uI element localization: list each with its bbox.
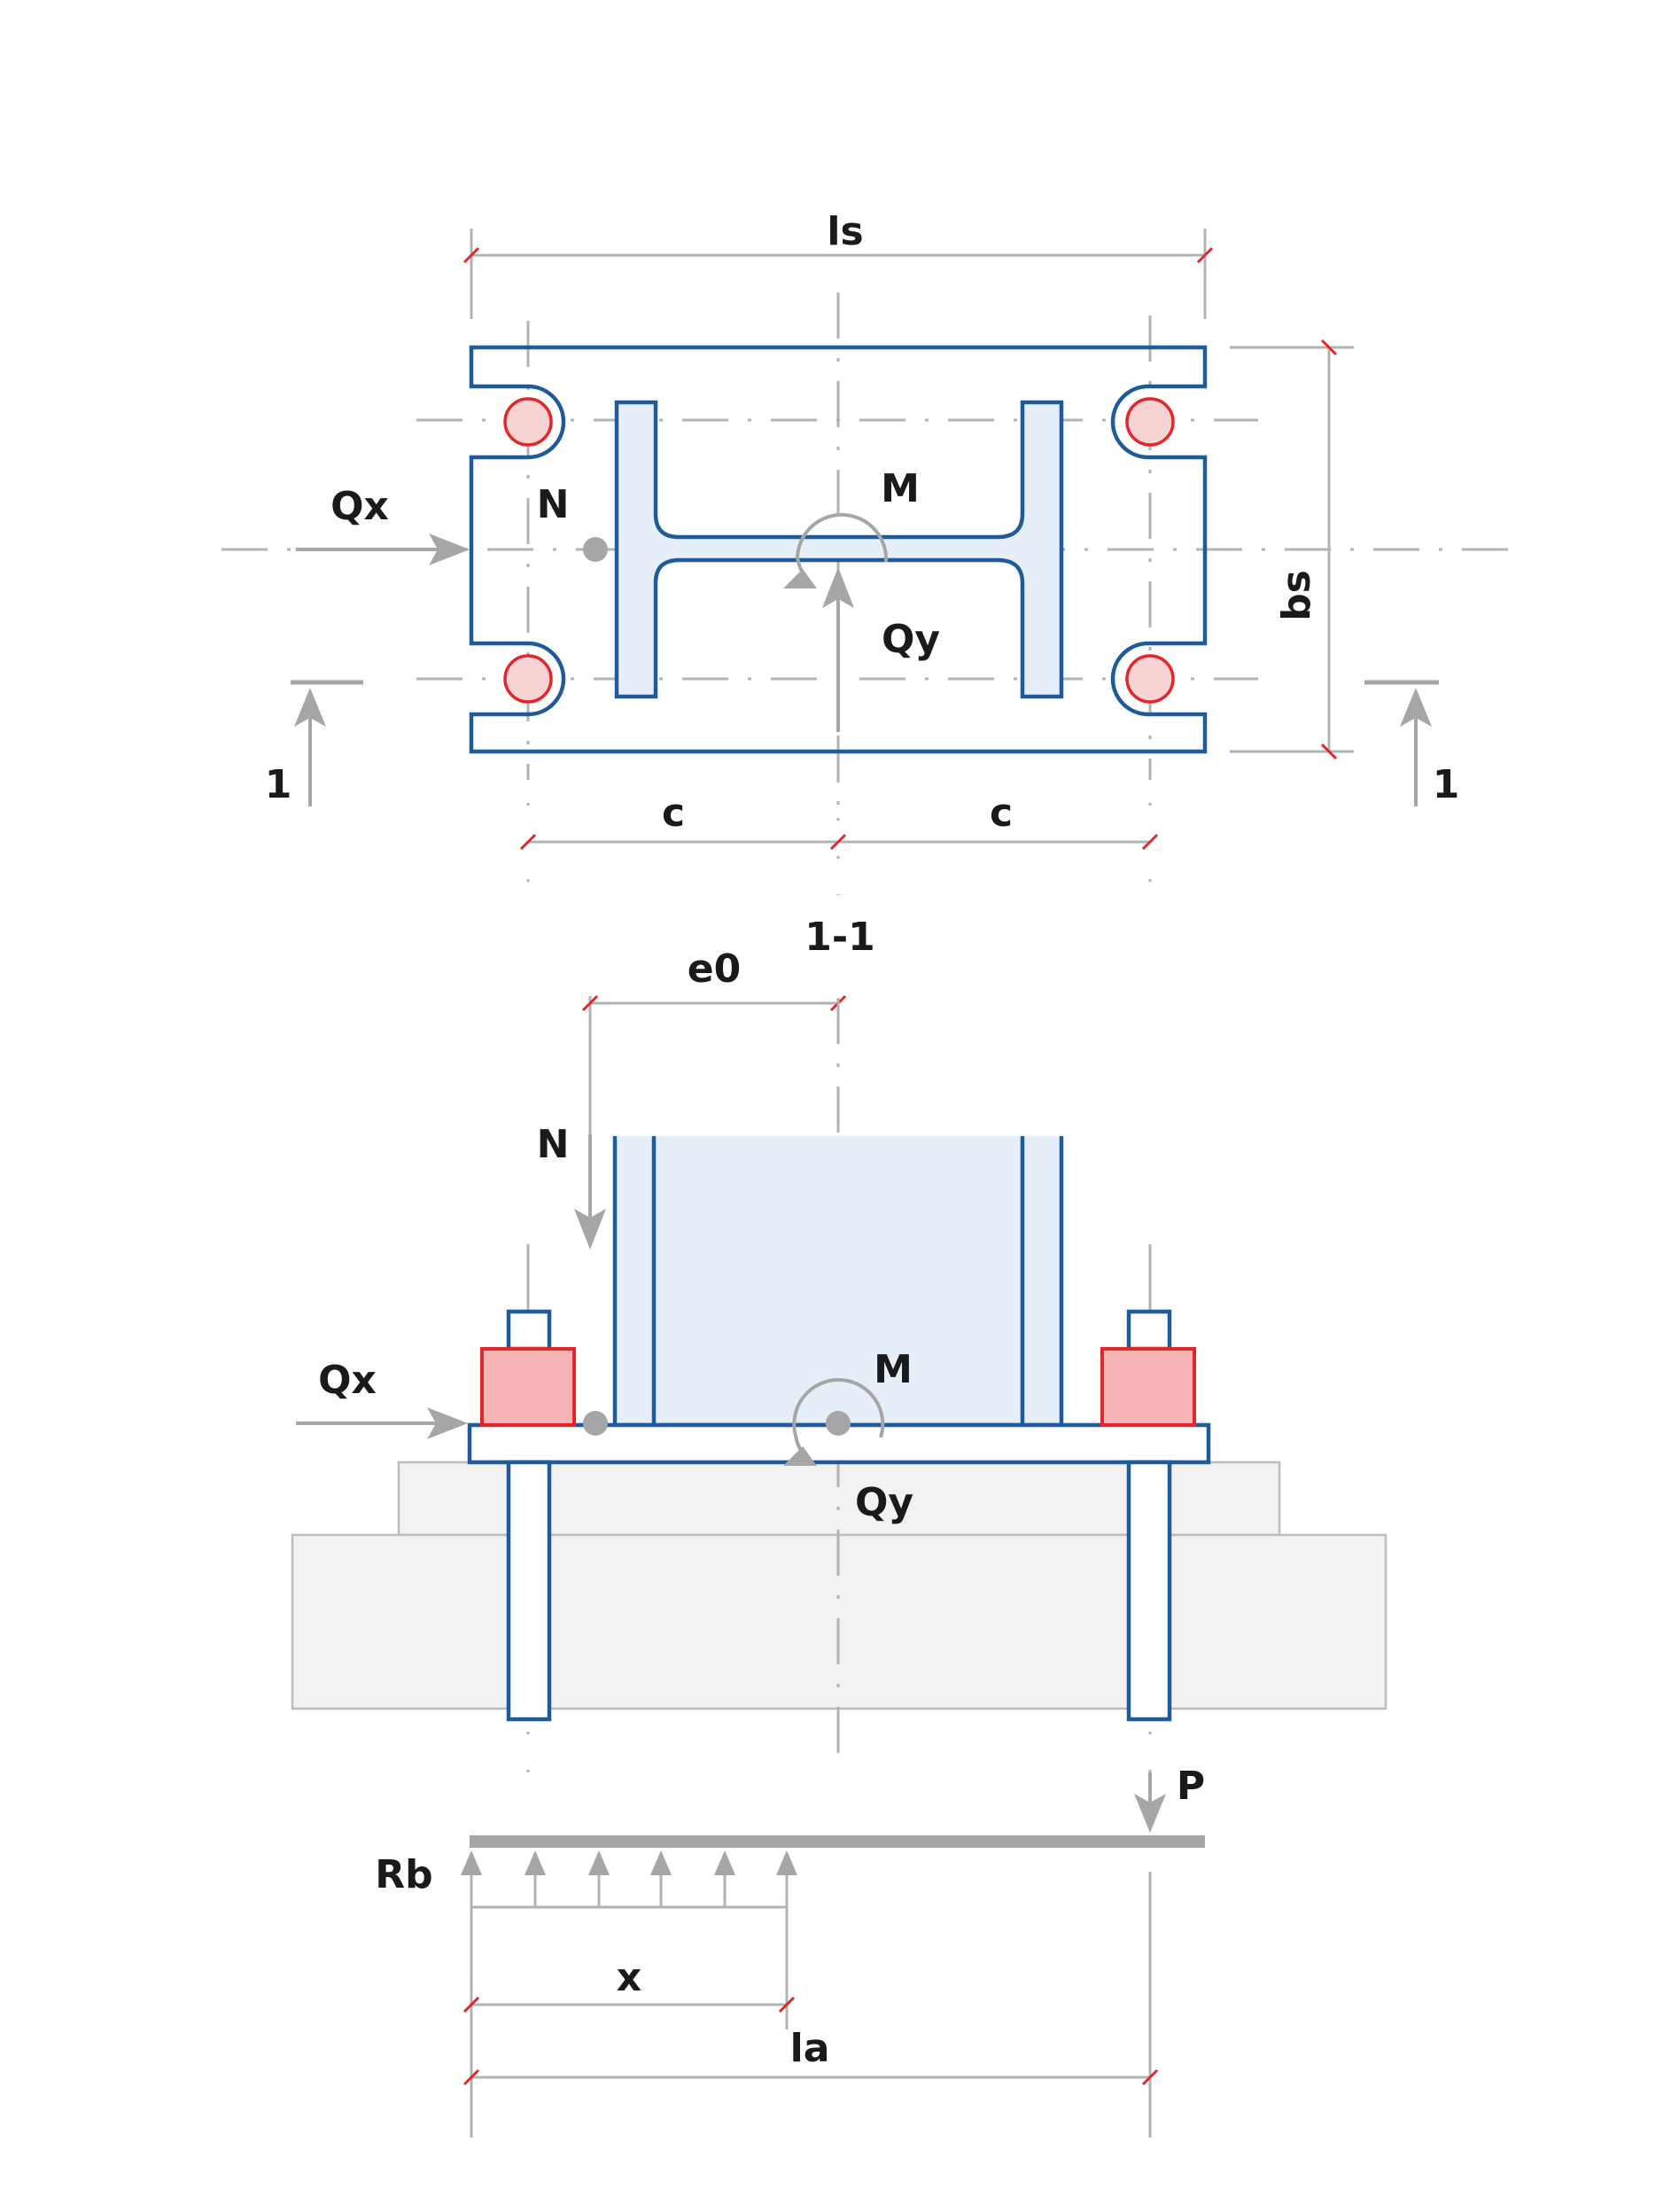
column-side: [612, 1136, 1064, 1428]
calculation-scheme: P Rb x: [375, 1732, 1205, 2138]
dimension-x: x: [462, 1907, 796, 2138]
label-x: x: [617, 1955, 641, 2000]
label-section-right: 1: [1433, 762, 1460, 807]
anchor-bolt-top-right: [1125, 397, 1175, 447]
label-section-title: 1-1: [804, 915, 875, 960]
force-qx-plan: Qx: [296, 484, 470, 565]
label-p: P: [1177, 1764, 1205, 1809]
label-n-plan: N: [537, 482, 570, 527]
anchor-bolt-side-right: [1100, 1244, 1196, 1722]
section-view: 1-1 e0: [291, 915, 1387, 1781]
anchor-bolt-top-left: [503, 397, 553, 447]
base-plate-outline: [469, 345, 1208, 754]
force-qx-side: Qx: [296, 1358, 608, 1439]
dimension-c: c c: [519, 780, 1159, 895]
anchor-bolt-bottom-right: [1125, 654, 1175, 704]
label-la: la: [790, 2026, 830, 2071]
label-c-right: c: [990, 791, 1013, 836]
force-n-side: N: [537, 1122, 606, 1250]
label-e0: e0: [688, 946, 741, 992]
dimension-ls: ls: [462, 209, 1214, 319]
label-section-left: 1: [265, 762, 292, 807]
label-qx-plan: Qx: [330, 484, 389, 529]
moment-m-side: M Qy: [783, 1347, 913, 1525]
force-p: P: [1134, 1732, 1205, 1833]
label-qy-plan: Qy: [882, 617, 940, 662]
label-n-side: N: [537, 1122, 570, 1167]
dimension-e0: e0: [581, 946, 847, 1134]
section-marker-left: 1: [265, 680, 363, 807]
label-ls: ls: [827, 209, 863, 254]
label-m-side: M: [874, 1347, 913, 1392]
anchor-bolt-side-left: [480, 1244, 576, 1781]
label-rb: Rb: [375, 1852, 432, 1897]
label-bs: bs: [1274, 570, 1319, 621]
column-h-section: [614, 400, 1064, 699]
force-n-plan: N: [537, 482, 608, 562]
plan-view: ls bs: [222, 209, 1515, 895]
label-c-left: c: [662, 791, 685, 836]
reaction-rb: Rb: [375, 1850, 797, 1909]
label-m-plan: M: [881, 466, 920, 511]
label-qx-side: Qx: [318, 1358, 377, 1403]
dimension-la: la: [462, 1872, 1159, 2138]
force-qy-plan: Qy: [822, 567, 940, 732]
moment-m-plan: M: [783, 466, 920, 588]
label-qy-side: Qy: [855, 1480, 913, 1525]
dimension-bs: bs: [1230, 339, 1354, 760]
anchor-bolt-bottom-left: [503, 654, 553, 704]
section-marker-right: 1: [1364, 680, 1460, 807]
